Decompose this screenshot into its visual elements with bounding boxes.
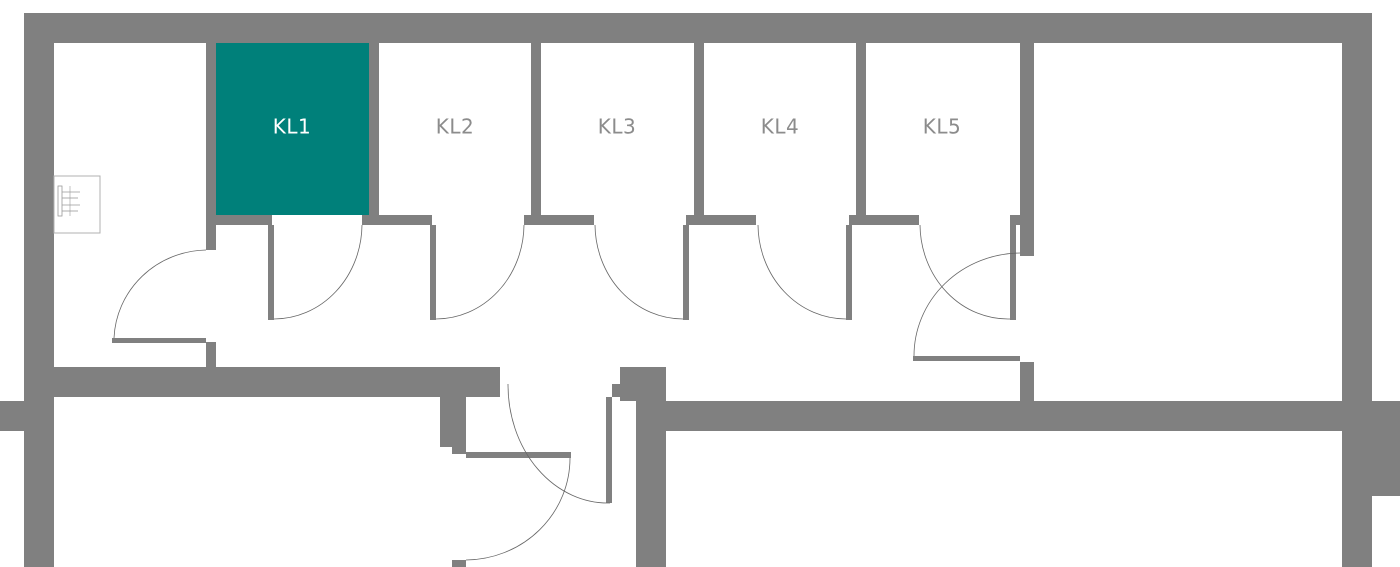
- wall-vertical-lower: [636, 397, 666, 567]
- unit-kl1-fill: [216, 43, 369, 215]
- door-leaf-main: [112, 338, 206, 343]
- door-arc-3: [594, 224, 684, 320]
- door-leaf-2: [430, 225, 436, 320]
- wall-jamb-b: [466, 452, 571, 458]
- wall-top: [24, 13, 1372, 43]
- front-4: [686, 215, 756, 225]
- door-arc-2: [435, 224, 525, 320]
- door-arc-4: [757, 224, 847, 320]
- front-6: [1010, 215, 1022, 225]
- wall-jamb-d: [606, 397, 612, 503]
- front-2: [362, 215, 432, 225]
- storage-units: KL1 KL2 KL3 KL4 KL5: [216, 43, 1020, 215]
- wall-corridor-left: [54, 367, 500, 397]
- partition-1: [206, 43, 216, 250]
- door-arc-5: [919, 224, 1011, 320]
- unit-kl2-label: KL2: [436, 115, 474, 139]
- wall-stub-left: [0, 401, 26, 431]
- front-5: [849, 215, 919, 225]
- partition-6: [1020, 43, 1034, 256]
- wall-jamb-a: [440, 397, 466, 447]
- door-leaf-5: [1010, 225, 1016, 320]
- partition-3: [531, 43, 541, 215]
- door-arc-lower-a: [507, 383, 611, 504]
- door-leaf-4: [846, 225, 852, 320]
- unit-kl4[interactable]: KL4: [704, 43, 856, 215]
- door-swings: [113, 224, 1021, 561]
- unit-kl2[interactable]: KL2: [379, 43, 531, 215]
- unit-kl3-label: KL3: [598, 115, 636, 139]
- unit-kl4-label: KL4: [761, 115, 799, 139]
- electrical-panel-icon: [53, 175, 101, 234]
- door-leaf-3: [683, 225, 689, 320]
- unit-kl5[interactable]: KL5: [866, 43, 1020, 215]
- wall-left: [24, 13, 54, 567]
- door-leaf-right: [913, 356, 1020, 361]
- front-1: [216, 215, 272, 225]
- unit-kl3[interactable]: KL3: [541, 43, 694, 215]
- wall-stub-right: [1370, 401, 1400, 496]
- door-arc-1: [273, 224, 363, 320]
- wall-jamb-c: [452, 560, 466, 567]
- wall-right: [1342, 13, 1372, 567]
- wall-corridor-right: [636, 401, 1342, 431]
- door-leaf-1: [268, 225, 274, 320]
- partition-1-low: [206, 342, 216, 367]
- unit-kl1[interactable]: KL1: [216, 43, 369, 215]
- partition-2: [369, 43, 379, 215]
- partition-4: [694, 43, 704, 215]
- walls: [0, 13, 1400, 567]
- front-3: [524, 215, 594, 225]
- wall-jamb-a2: [452, 440, 466, 454]
- door-arc-lower-b: [465, 457, 571, 561]
- partition-6-low: [1020, 362, 1034, 401]
- unit-kl1-label: KL1: [273, 115, 311, 139]
- wall-column-step: [612, 384, 636, 397]
- door-arc-main: [113, 249, 207, 339]
- door-arc-right: [913, 252, 1021, 357]
- partition-5: [856, 43, 866, 215]
- wall-corridor-left-step: [440, 384, 500, 397]
- unit-kl5-label: KL5: [923, 115, 961, 139]
